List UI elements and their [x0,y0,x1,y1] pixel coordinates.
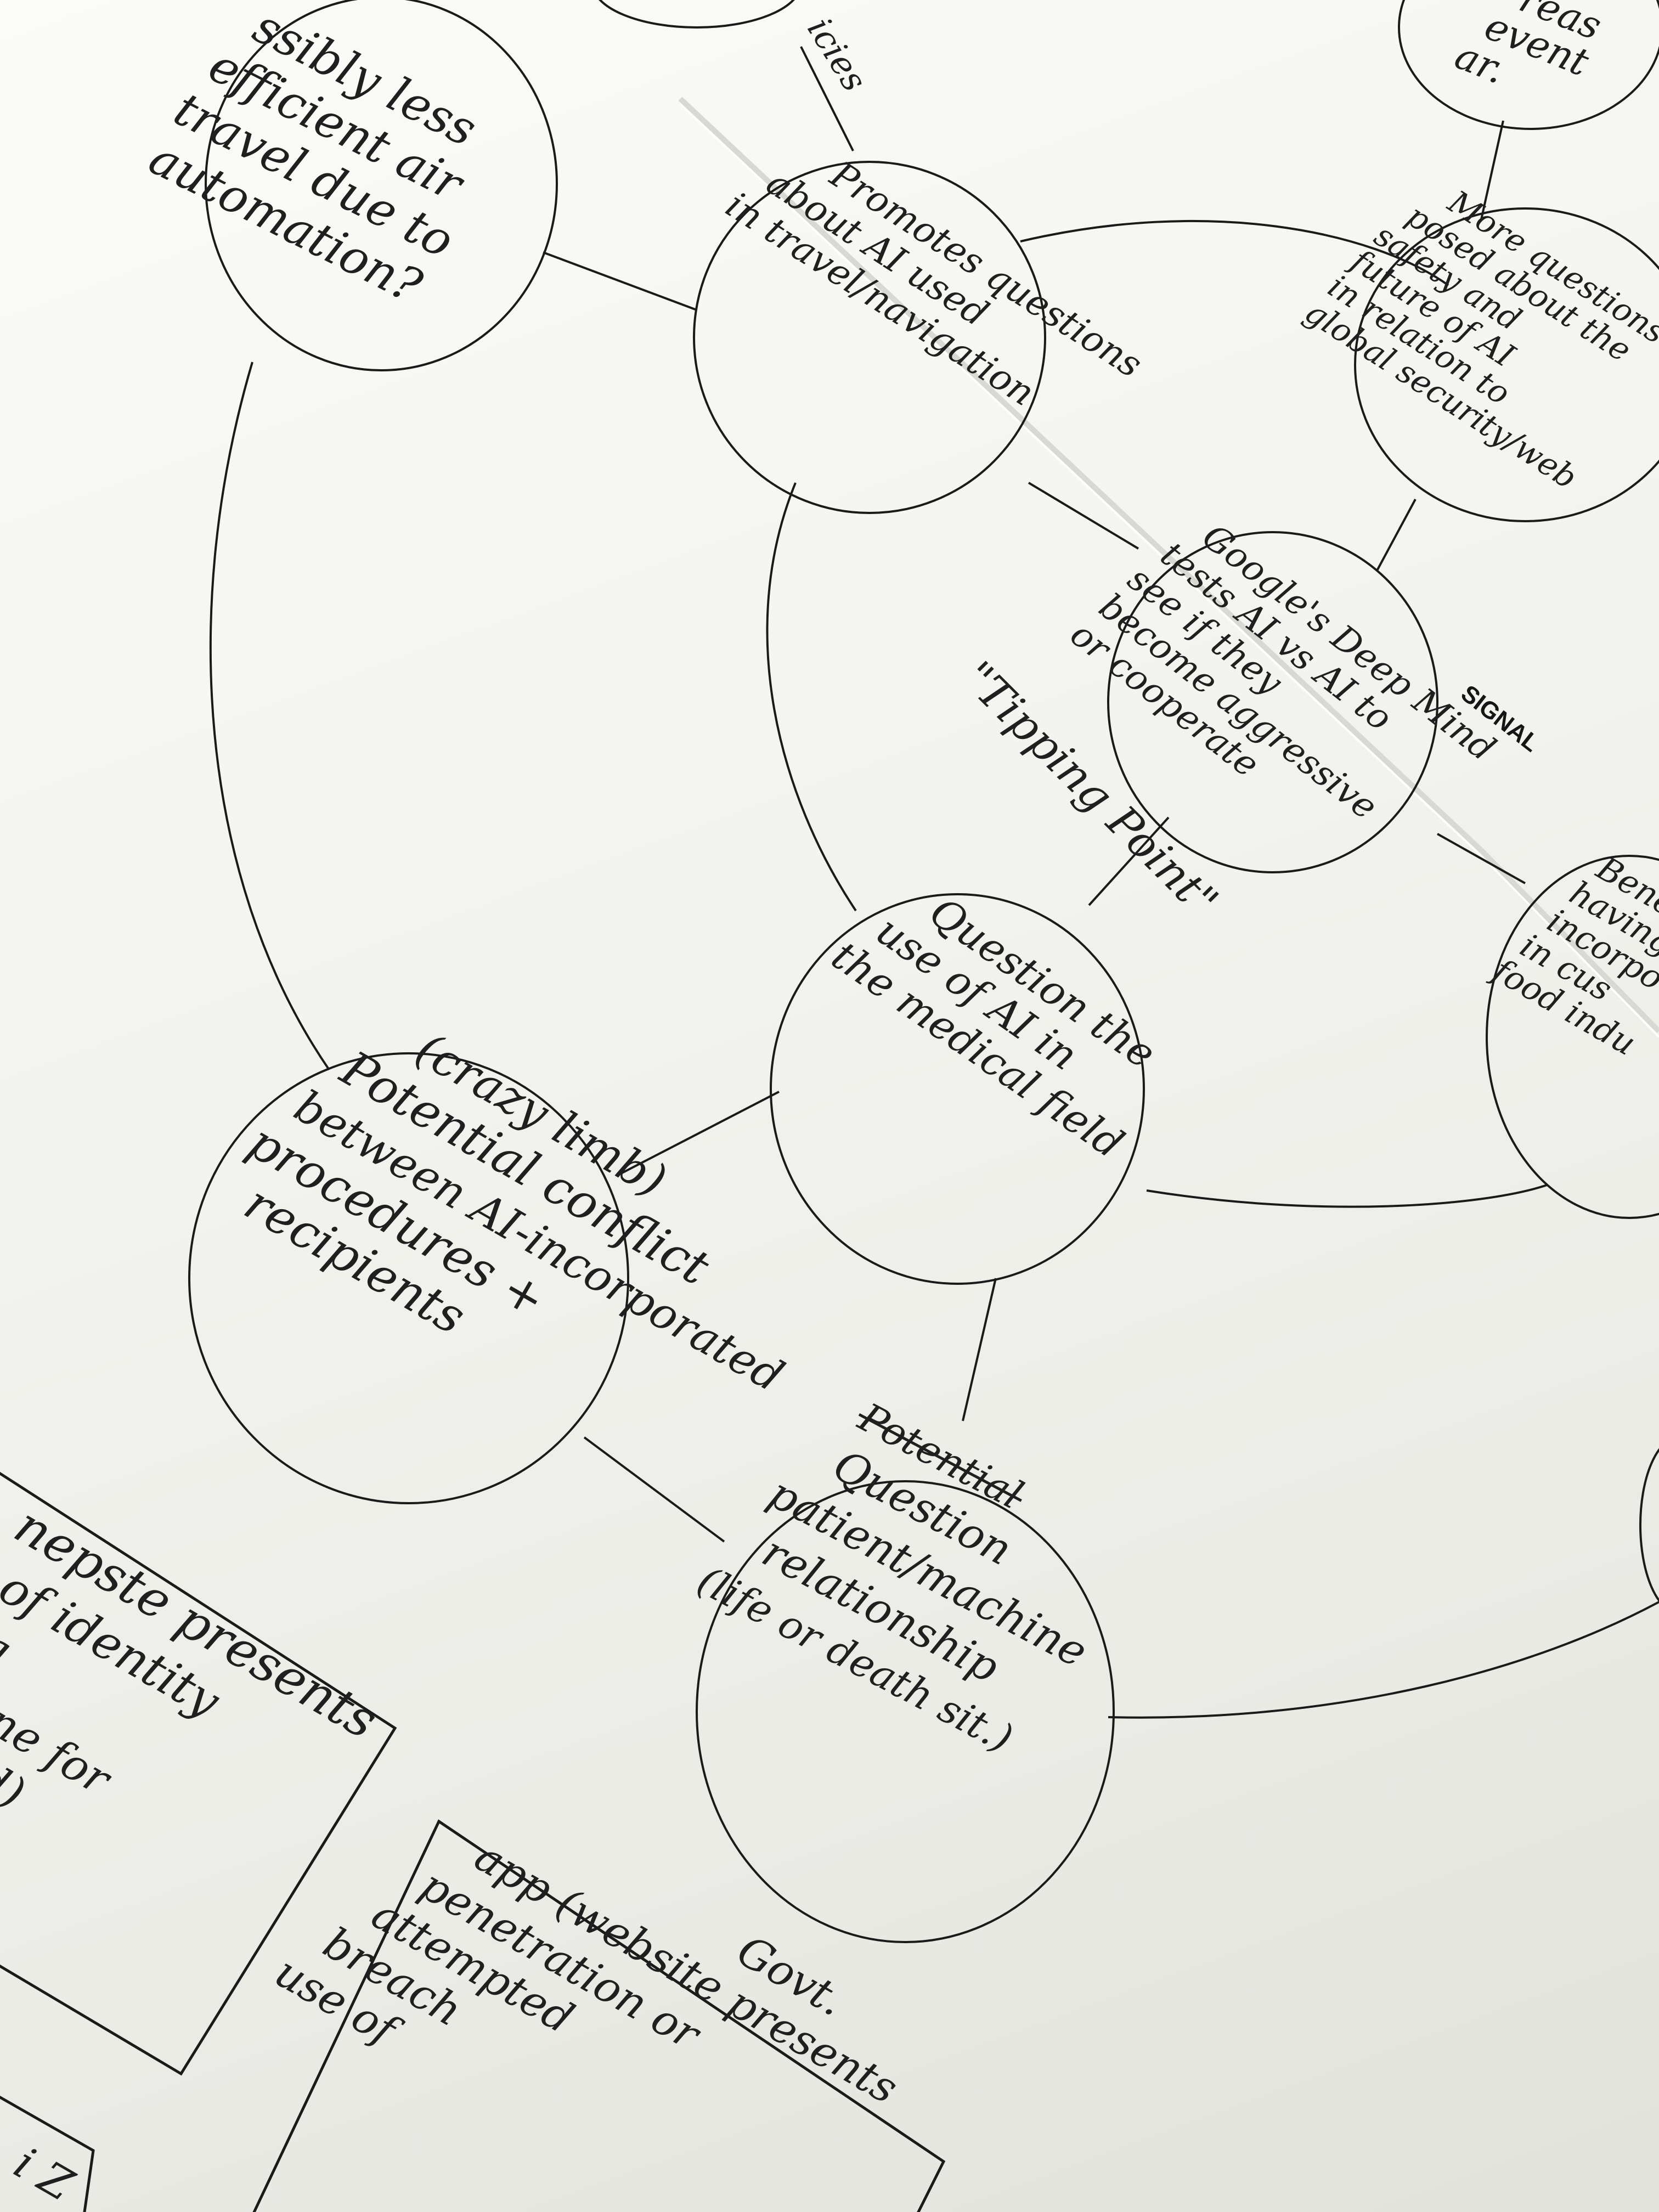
node-prevent [1398,0,1659,130]
node-promotes-questions [693,161,1046,514]
note-box-identity: nepste presents s of identity sing oneen… [0,1496,387,1819]
note-policies: icies [799,10,875,98]
node-benefits [1486,855,1659,1219]
outer-arc-bottom [1108,1601,1659,1719]
edge-efficient-promotes [543,251,697,311]
box-identity-card [0,1471,397,2076]
note-box-govt: app (website presents Govt. penetration … [267,1832,906,2114]
paper-fold-crease [678,97,1659,1034]
outer-arc [209,362,330,1071]
note-potential-conflict: (crazy limb) Potential conflict between … [235,1022,792,1402]
paper-fold-highlight [679,103,1659,1038]
strike-through-line [858,1413,1022,1502]
node-patient-machine [696,1480,1115,1943]
note-benefits: Benef having incorpo in cus food indu [1485,849,1659,1063]
note-corner-fragment: i Z [6,2137,83,2211]
node-more-questions [1354,207,1659,522]
node-deepmind [1107,531,1438,873]
node-efficient-air-travel [205,0,558,371]
edge-policies-promotes [800,46,854,151]
note-prevent: reas event ar. [1449,0,1608,93]
note-medical-field: Question the use of AI in the medical fi… [823,888,1164,1168]
middle-arc-top [1020,219,1449,286]
middle-arc-bottom [1146,1184,1548,1208]
edge-deepmind-benefits [1437,833,1526,884]
edge-prevent-more [1480,120,1504,220]
edge-medical-patient [962,1278,997,1421]
note-efficient-air-travel: ssibly less efficient air travel due to … [140,0,485,314]
edge-conflict-patient [583,1436,725,1543]
node-potential-conflict [188,1052,629,1504]
edge-more-deepmind [1376,499,1417,571]
note-promotes-questions: Promotes questions about AI used in trav… [719,153,1150,414]
note-more-questions: More questions posed about the safety an… [1299,183,1659,496]
box-govt-app [252,1819,946,2212]
node-medical-field [770,893,1145,1285]
note-patient-machine: Potential Question patient/machine relat… [690,1393,1095,1762]
edge-medical-conflict [619,1091,780,1175]
middle-arc-left [766,482,857,912]
edge-promotes-deepmind [1028,482,1139,550]
node-policies [599,0,795,29]
node-edge-partial [1639,1448,1659,1602]
box-corner-fragment [0,2095,95,2212]
edge-deepmind-medical [1088,816,1170,906]
